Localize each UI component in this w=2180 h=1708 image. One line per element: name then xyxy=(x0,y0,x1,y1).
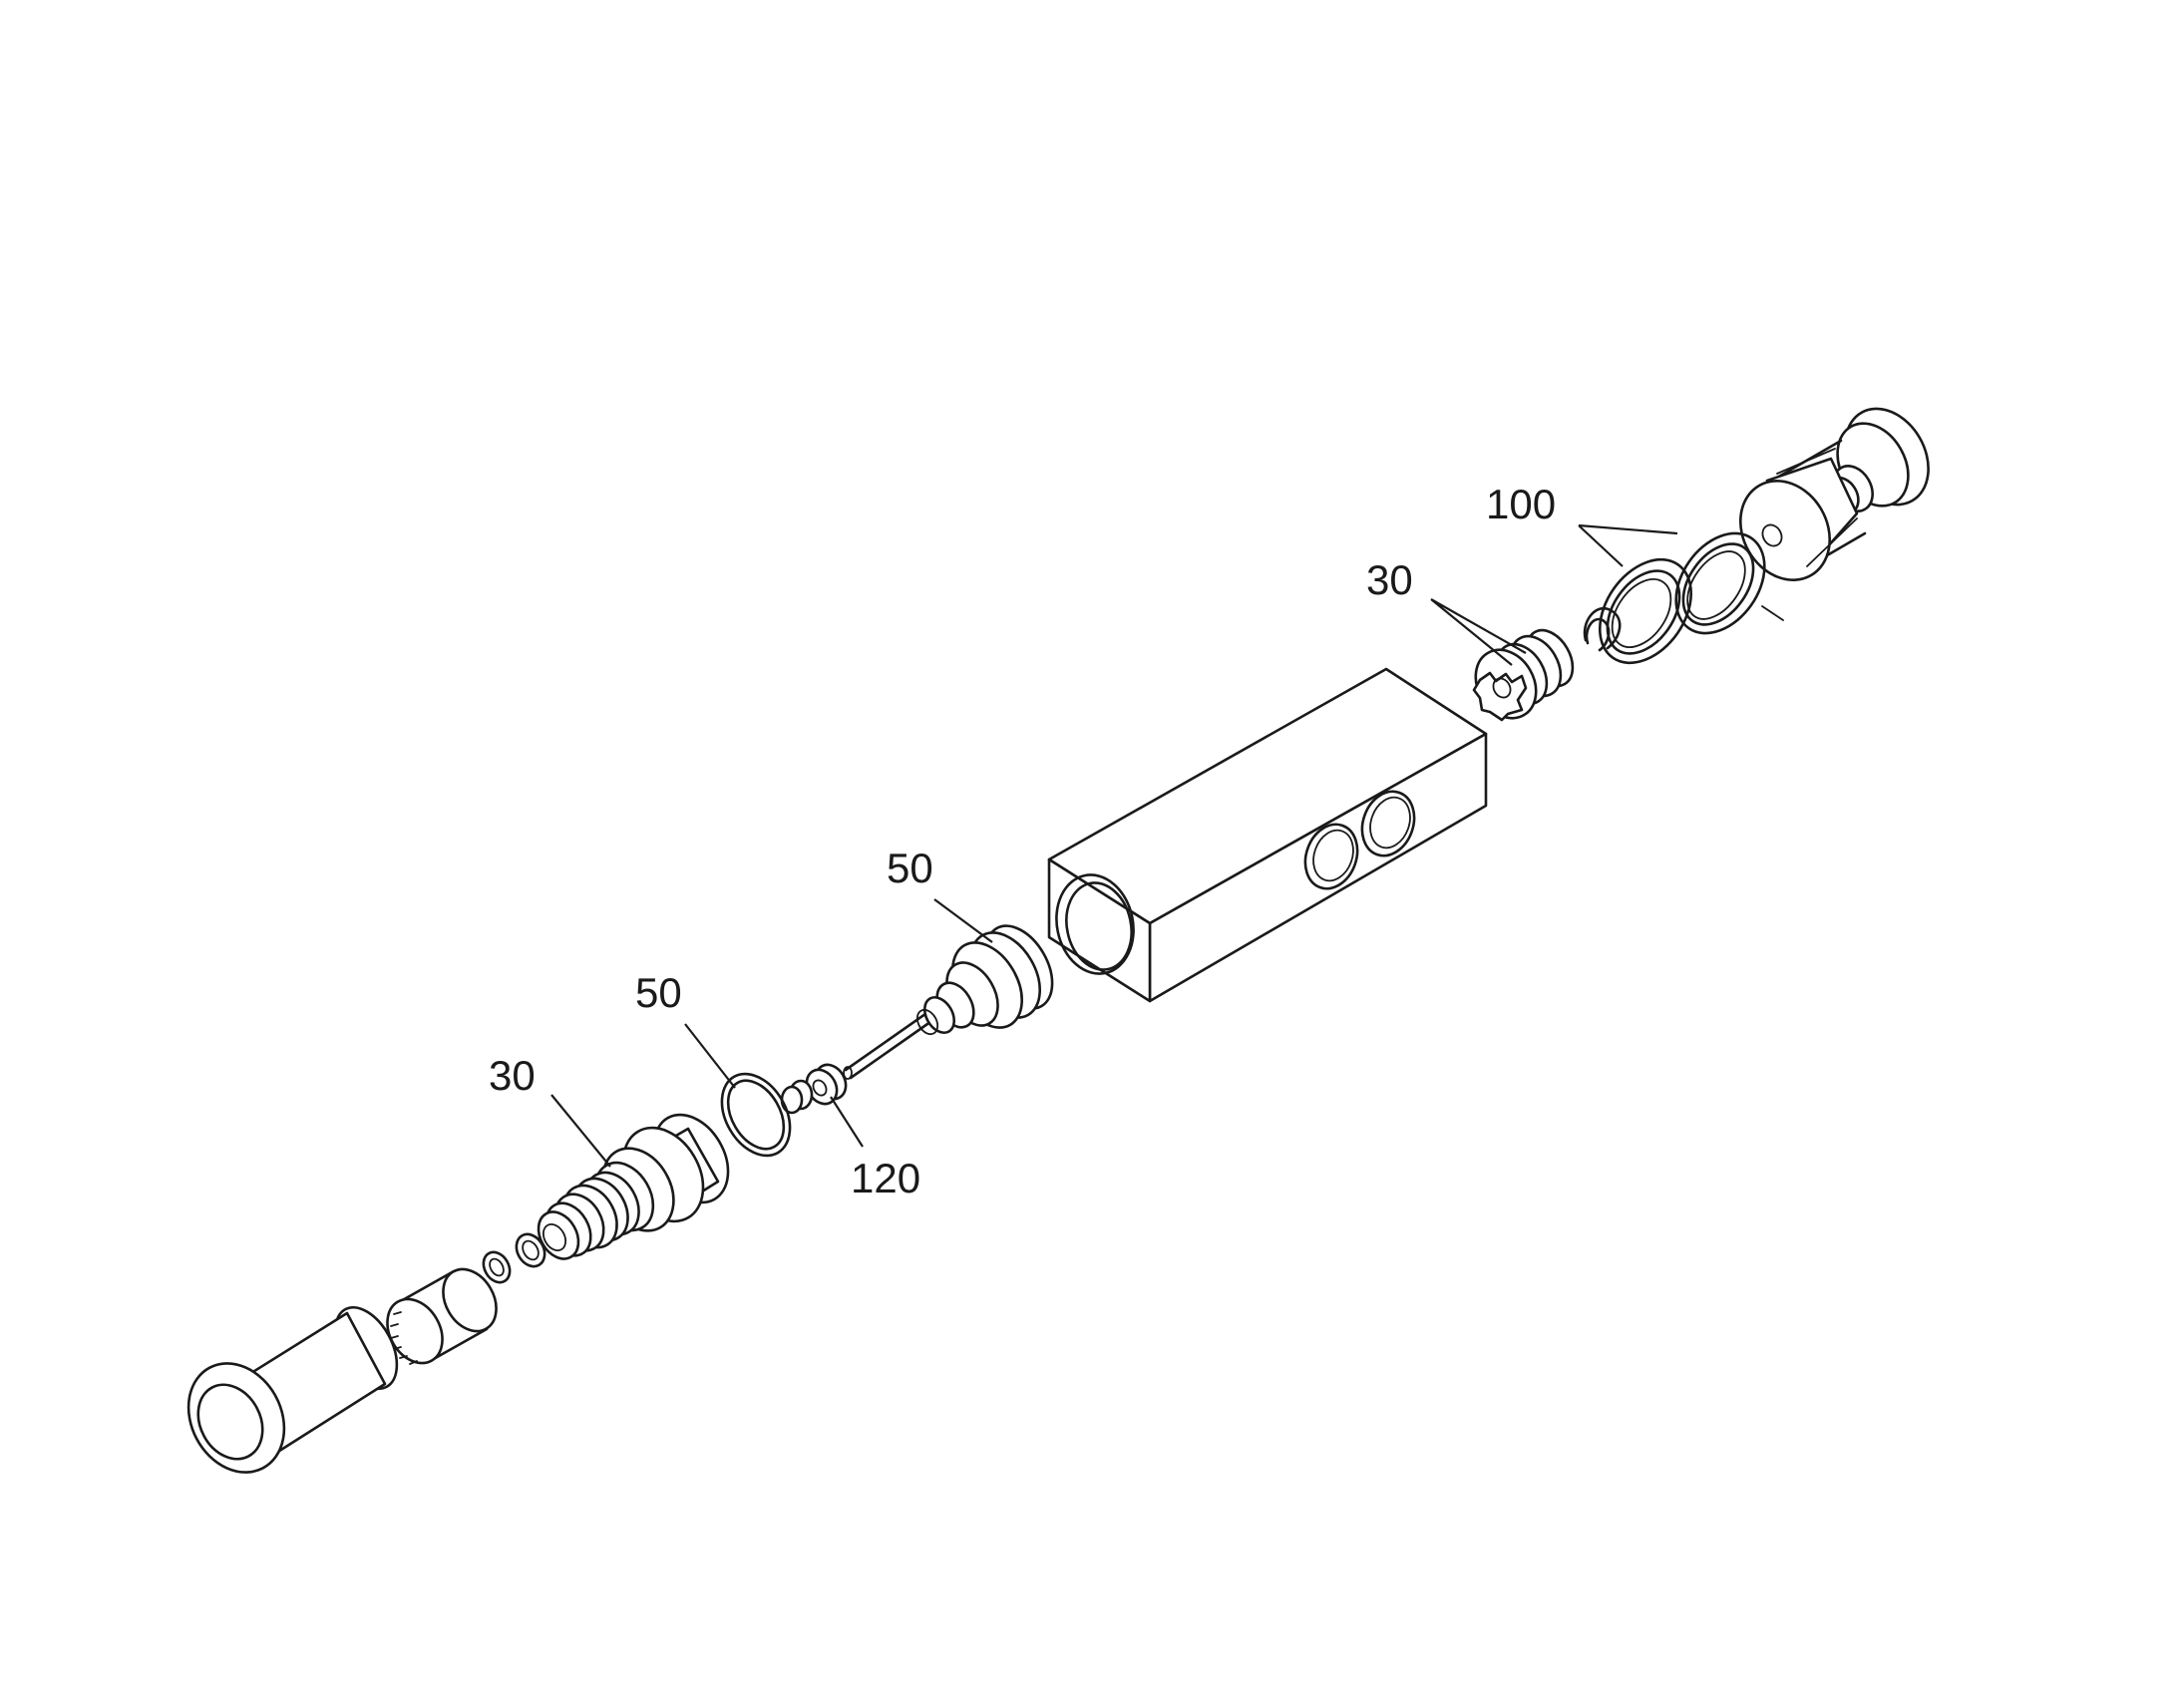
valve-body-block xyxy=(1047,667,1488,1003)
callout-30-lower: 30 xyxy=(489,1052,536,1099)
callout-30-upper: 30 xyxy=(1366,556,1413,603)
callout-50-upper: 50 xyxy=(887,845,933,891)
callout-50-lower: 50 xyxy=(635,969,682,1016)
small-ring-b xyxy=(482,1250,512,1284)
small-ball xyxy=(780,1079,814,1115)
small-ring-a xyxy=(515,1232,546,1268)
valve-insert-upper xyxy=(1472,628,1575,722)
small-bushing xyxy=(805,1063,848,1106)
o-ring xyxy=(720,1072,792,1158)
end-cap-left xyxy=(186,1305,399,1474)
knurled-nut xyxy=(386,1267,498,1365)
end-plug-right xyxy=(1738,407,1930,621)
leader-lines xyxy=(550,523,1678,1168)
seal-washer-outer xyxy=(1674,531,1766,635)
seal-washer-inner xyxy=(1598,557,1693,665)
valve-insert-lower xyxy=(537,1113,730,1260)
snap-ring xyxy=(1583,606,1622,652)
spool-stem xyxy=(843,924,1054,1080)
callout-100: 100 xyxy=(1486,481,1556,527)
callout-120: 120 xyxy=(851,1155,920,1201)
